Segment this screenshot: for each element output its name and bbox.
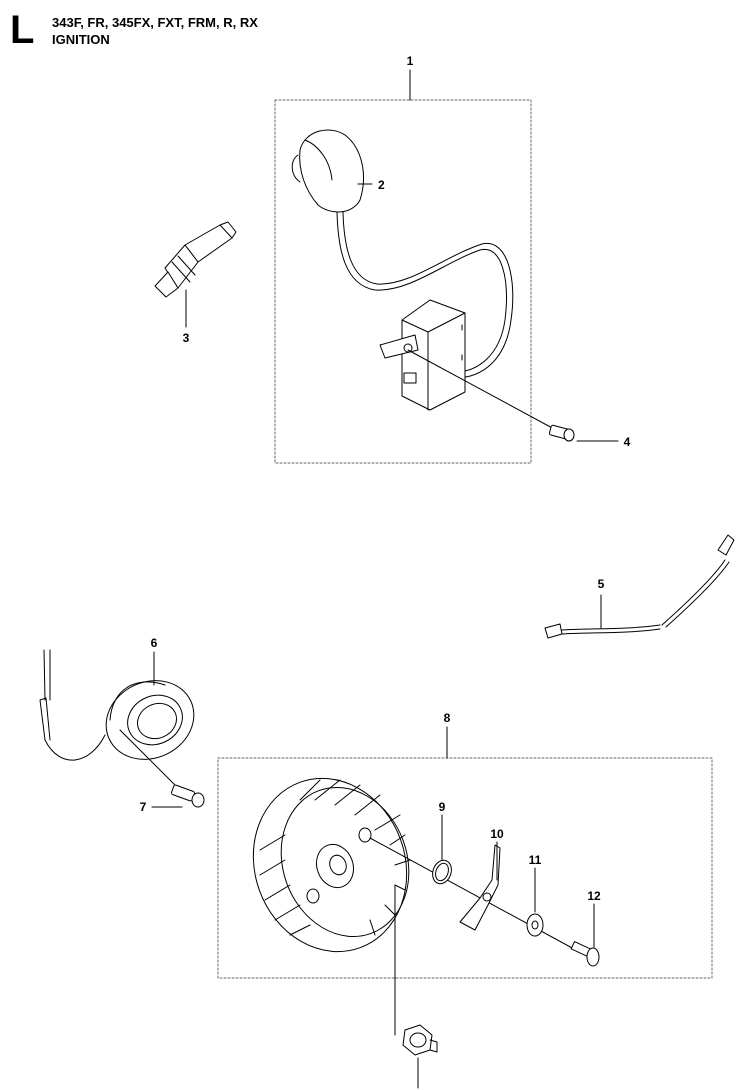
section-title: IGNITION bbox=[52, 32, 110, 47]
callout-11: 11 bbox=[529, 853, 542, 867]
callout-10: 10 bbox=[490, 827, 504, 841]
callout-3: 3 bbox=[183, 331, 190, 345]
screw-7 bbox=[119, 729, 205, 808]
ignition-coil-ring bbox=[39, 649, 195, 761]
key-ring bbox=[432, 859, 452, 885]
callout-2: 2 bbox=[378, 178, 385, 192]
model-list: 343F, FR, 345FX, FXT, FRM, R, RX bbox=[52, 15, 258, 30]
assembly-box-flywheel bbox=[217, 757, 713, 979]
callout-8: 8 bbox=[444, 711, 451, 725]
ignition-module bbox=[379, 299, 466, 411]
section-letter: L bbox=[10, 8, 35, 52]
callout-5: 5 bbox=[598, 577, 605, 591]
spark-plug-boot bbox=[291, 129, 364, 213]
callout-7: 7 bbox=[140, 800, 147, 814]
ignition-lead bbox=[336, 211, 507, 373]
bracket bbox=[459, 844, 501, 931]
ignition-wire bbox=[544, 534, 735, 639]
callout-12: 12 bbox=[587, 889, 601, 903]
washer bbox=[526, 913, 544, 937]
flywheel-nut bbox=[402, 1024, 438, 1056]
assembly-box-ignition-module bbox=[274, 99, 532, 464]
callout-9: 9 bbox=[439, 800, 446, 814]
callout-6: 6 bbox=[151, 636, 158, 650]
screw-12 bbox=[570, 941, 600, 967]
spark-plug bbox=[154, 221, 237, 298]
flywheel bbox=[252, 777, 411, 953]
callout-1: 1 bbox=[407, 54, 414, 68]
screw-4 bbox=[548, 424, 575, 442]
callout-4: 4 bbox=[624, 435, 631, 449]
